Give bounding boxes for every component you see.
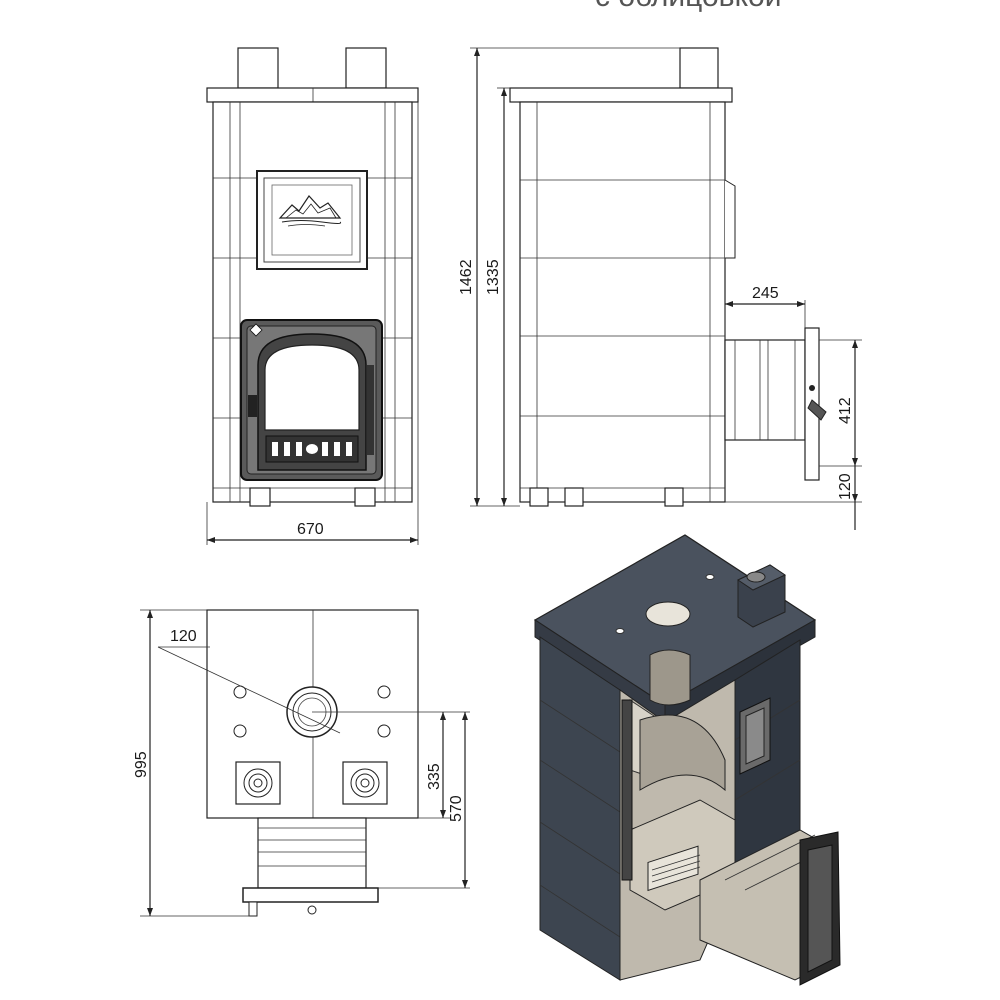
stove-cutaway-3d [533, 534, 841, 986]
firebox-tunnel [724, 327, 827, 481]
total-height-label: 1462 [458, 259, 475, 295]
front-view: 670 [206, 47, 419, 545]
door-height-label: 412 [837, 397, 854, 424]
upper-door [256, 170, 368, 270]
top-depth-label: 995 [133, 751, 150, 778]
top-view: 120 995 335 570 [133, 609, 470, 917]
door-depth-label: 245 [752, 285, 779, 302]
door-elevation-label: 120 [837, 473, 854, 500]
side-view: 245 412 120 1462 1335 [458, 47, 862, 530]
chimney-offset-label: 335 [426, 763, 443, 790]
front-offset-label: 570 [448, 795, 465, 822]
stove-door-icon [240, 319, 383, 481]
header-title: с облицовкой [595, 0, 782, 13]
front-width-label: 670 [297, 521, 324, 538]
mountain-emblem-icon [278, 195, 342, 227]
body-height-label: 1335 [485, 259, 502, 295]
chimney-diameter-label: 120 [170, 628, 197, 645]
